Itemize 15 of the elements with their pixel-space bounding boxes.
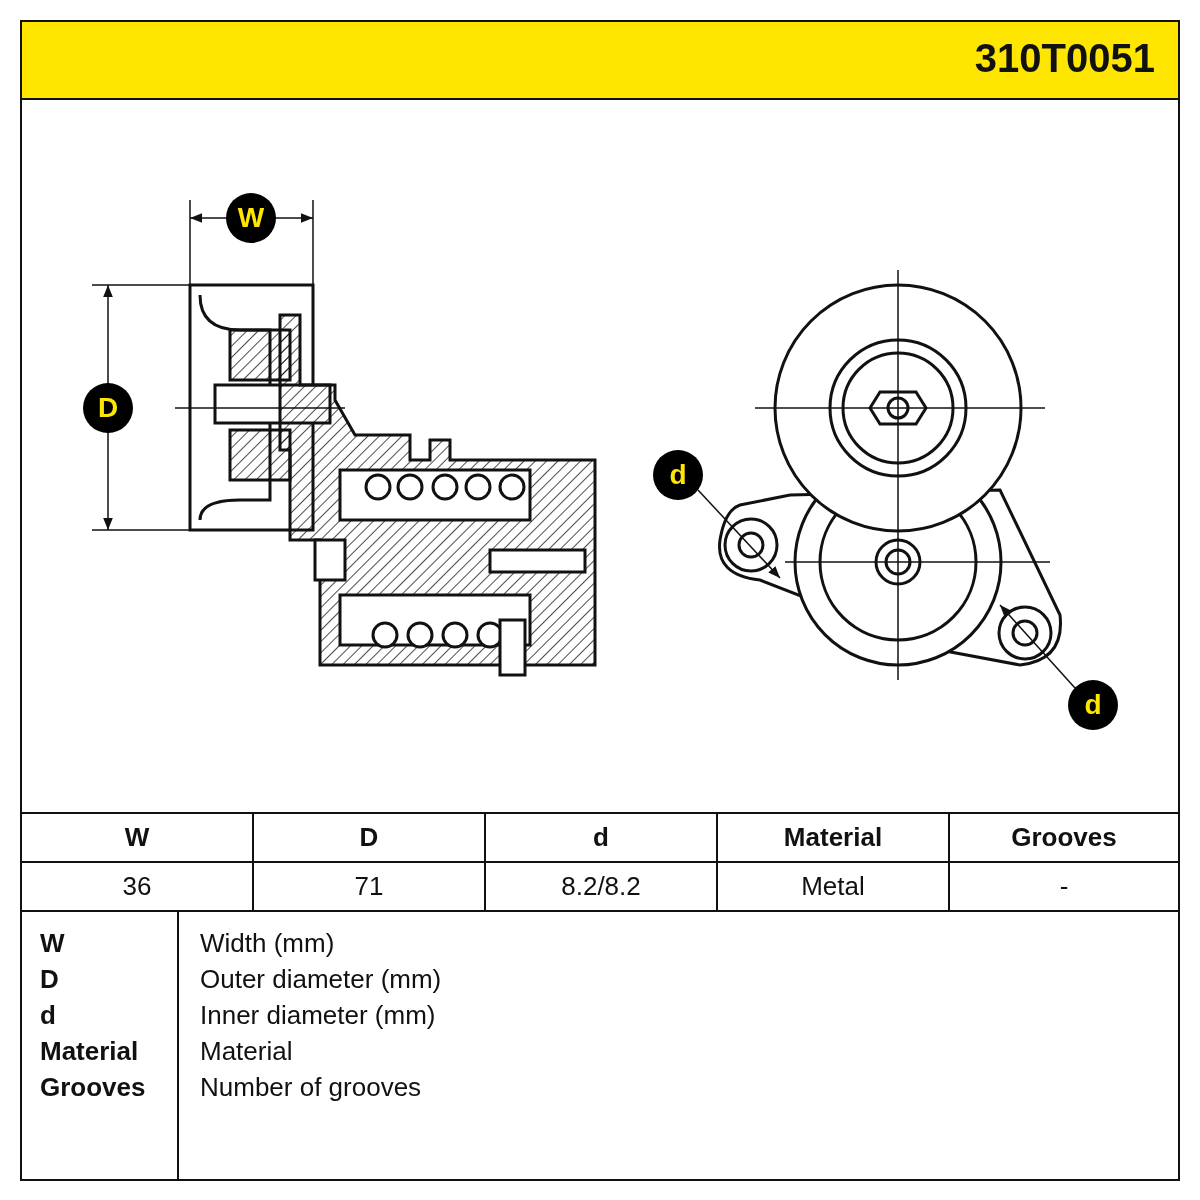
callout-letter: D	[83, 383, 133, 433]
legend-key: Material	[40, 1036, 139, 1067]
legend-key: D	[40, 964, 59, 995]
callout-letter: d	[653, 450, 703, 500]
legend-description: Width (mm)	[200, 928, 335, 959]
callout-letter: d	[1068, 680, 1118, 730]
legend-key: Grooves	[40, 1072, 146, 1103]
legend-key: W	[40, 928, 65, 959]
legend-description: Material	[200, 1036, 293, 1067]
legend-description: Number of grooves	[200, 1072, 422, 1103]
part-number: 310T0051	[974, 36, 1155, 81]
legend-description: Outer diameter (mm)	[200, 964, 442, 995]
legend-key: d	[40, 1000, 56, 1031]
legend-description: Inner diameter (mm)	[200, 1000, 436, 1031]
callout-letter: W	[226, 193, 276, 243]
